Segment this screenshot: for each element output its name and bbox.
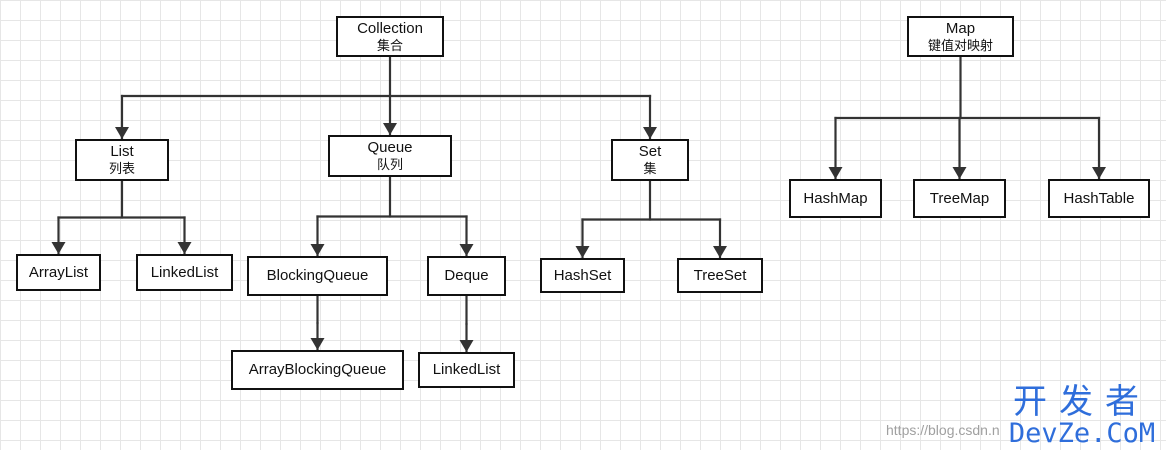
deque-label: Deque <box>444 267 489 284</box>
collection-label: Collection <box>357 19 423 37</box>
hashtable-node[interactable]: HashTable <box>1048 179 1150 218</box>
treeset-label: TreeSet <box>693 266 747 284</box>
deque-node[interactable]: Deque <box>427 256 506 296</box>
set-sublabel: 集 <box>643 161 657 176</box>
queue-label: Queue <box>367 139 413 156</box>
edge-group <box>51 55 1106 353</box>
hashmap-label: HashMap <box>803 189 868 207</box>
blockingqueue-node[interactable]: BlockingQueue <box>247 256 388 296</box>
brand-chinese: 开发者 <box>1013 382 1151 422</box>
queue-node[interactable]: Queue 队列 <box>328 135 452 177</box>
hashtable-label: HashTable <box>1063 189 1135 207</box>
set-label: Set <box>638 143 662 160</box>
list-label: List <box>110 143 134 160</box>
treemap-label: TreeMap <box>929 189 990 207</box>
arrayblockingqueue-label: ArrayBlockingQueue <box>248 361 387 378</box>
linkedlist-list-label: LinkedList <box>150 263 219 281</box>
treemap-node[interactable]: TreeMap <box>913 179 1006 218</box>
collection-sublabel: 集合 <box>376 37 403 53</box>
list-node[interactable]: List 列表 <box>75 139 169 181</box>
blockingqueue-label: BlockingQueue <box>266 267 369 284</box>
hashmap-node[interactable]: HashMap <box>789 179 882 218</box>
map-label: Map <box>945 19 976 37</box>
queue-sublabel: 队列 <box>376 157 403 172</box>
devze-logo: 开发者 DevZe.CoM <box>1006 384 1158 448</box>
collection-node[interactable]: Collection 集合 <box>336 16 444 57</box>
treeset-node[interactable]: TreeSet <box>677 258 763 293</box>
map-node[interactable]: Map 键值对映射 <box>907 16 1014 57</box>
hashset-label: HashSet <box>553 266 612 284</box>
linkedlist-deque-label: LinkedList <box>432 361 501 378</box>
brand-english: DevZe.CoM <box>1008 418 1156 449</box>
arraylist-label: ArrayList <box>28 263 89 281</box>
set-node[interactable]: Set 集 <box>611 139 689 181</box>
hashset-node[interactable]: HashSet <box>540 258 625 293</box>
watermark-url: https://blog.csdn.n <box>886 422 1000 438</box>
linkedlist-list-node[interactable]: LinkedList <box>136 254 233 291</box>
arraylist-node[interactable]: ArrayList <box>16 254 101 291</box>
linkedlist-deque-node[interactable]: LinkedList <box>418 352 515 388</box>
map-sublabel: 键值对映射 <box>927 37 993 53</box>
arrayblockingqueue-node[interactable]: ArrayBlockingQueue <box>231 350 404 390</box>
list-sublabel: 列表 <box>108 161 135 176</box>
